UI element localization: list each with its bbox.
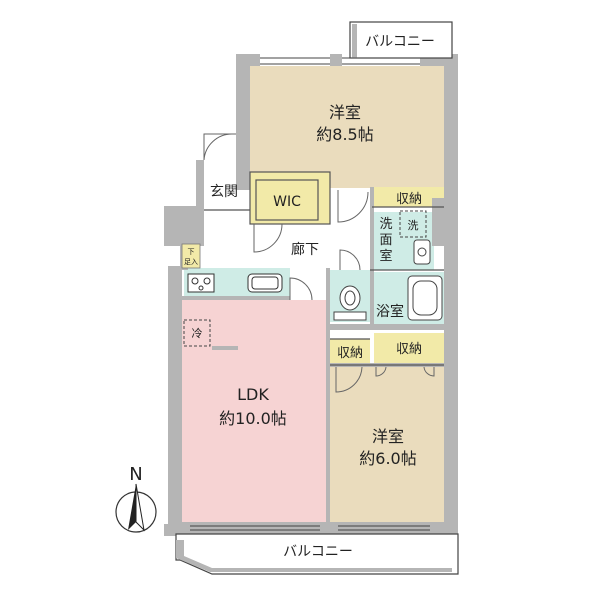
compass: N (115, 464, 157, 533)
ldk-name: LDK (237, 385, 269, 404)
fridge-space (183, 319, 211, 347)
door-swings (203, 133, 435, 393)
shoe-box (181, 243, 201, 269)
north-arrow-icon (115, 483, 157, 533)
compass-north-label: N (129, 464, 142, 485)
storage-label-1: 収納 (396, 192, 422, 207)
storage-label-3: 収納 (396, 342, 422, 357)
toilet (333, 285, 367, 321)
western-room-2-floor (330, 366, 444, 524)
fridge-mark: 冷 (192, 327, 203, 340)
western-room-2-name: 洋室 (372, 427, 404, 446)
hallway-label: 廊下 (291, 241, 319, 258)
partition-lines (204, 171, 444, 366)
ldk-floor (180, 300, 326, 524)
western-room-1-size: 約8.5帖 (316, 125, 373, 144)
storage-2-floor (330, 339, 370, 365)
washroom-label-char-3: 室 (379, 248, 392, 264)
walls (164, 54, 458, 536)
washroom-fixtures (399, 210, 431, 265)
bathtub (407, 275, 443, 321)
storage-1-floor (372, 187, 444, 207)
upper-balcony-label: バルコニー (365, 34, 435, 50)
upper-balcony (260, 21, 453, 65)
lower-windows (190, 525, 430, 531)
storage-label-2: 収納 (337, 346, 363, 361)
western-room-2-size: 約6.0帖 (359, 449, 416, 468)
wic-floor (250, 172, 330, 224)
entrance-label: 玄関 (210, 183, 238, 200)
washer-mark: 洗 (408, 219, 419, 232)
washroom-label-char-1: 洗 (379, 217, 392, 232)
bathroom-label: 浴室 (376, 303, 404, 320)
kitchen-fixtures (187, 273, 283, 293)
western-room-1-floor (250, 66, 444, 188)
shoe-box-label-2: 足入 (184, 258, 198, 266)
shoe-box-label-1: 下 (188, 248, 195, 256)
washroom-label-char-2: 面 (379, 233, 392, 248)
ldk-size: 約10.0帖 (219, 409, 287, 428)
lower-balcony-label: バルコニー (283, 544, 353, 560)
lower-balcony (175, 533, 459, 575)
wic-label: WIC (273, 194, 301, 210)
western-room-1-name: 洋室 (329, 103, 361, 122)
storage-3-floor (374, 333, 444, 363)
